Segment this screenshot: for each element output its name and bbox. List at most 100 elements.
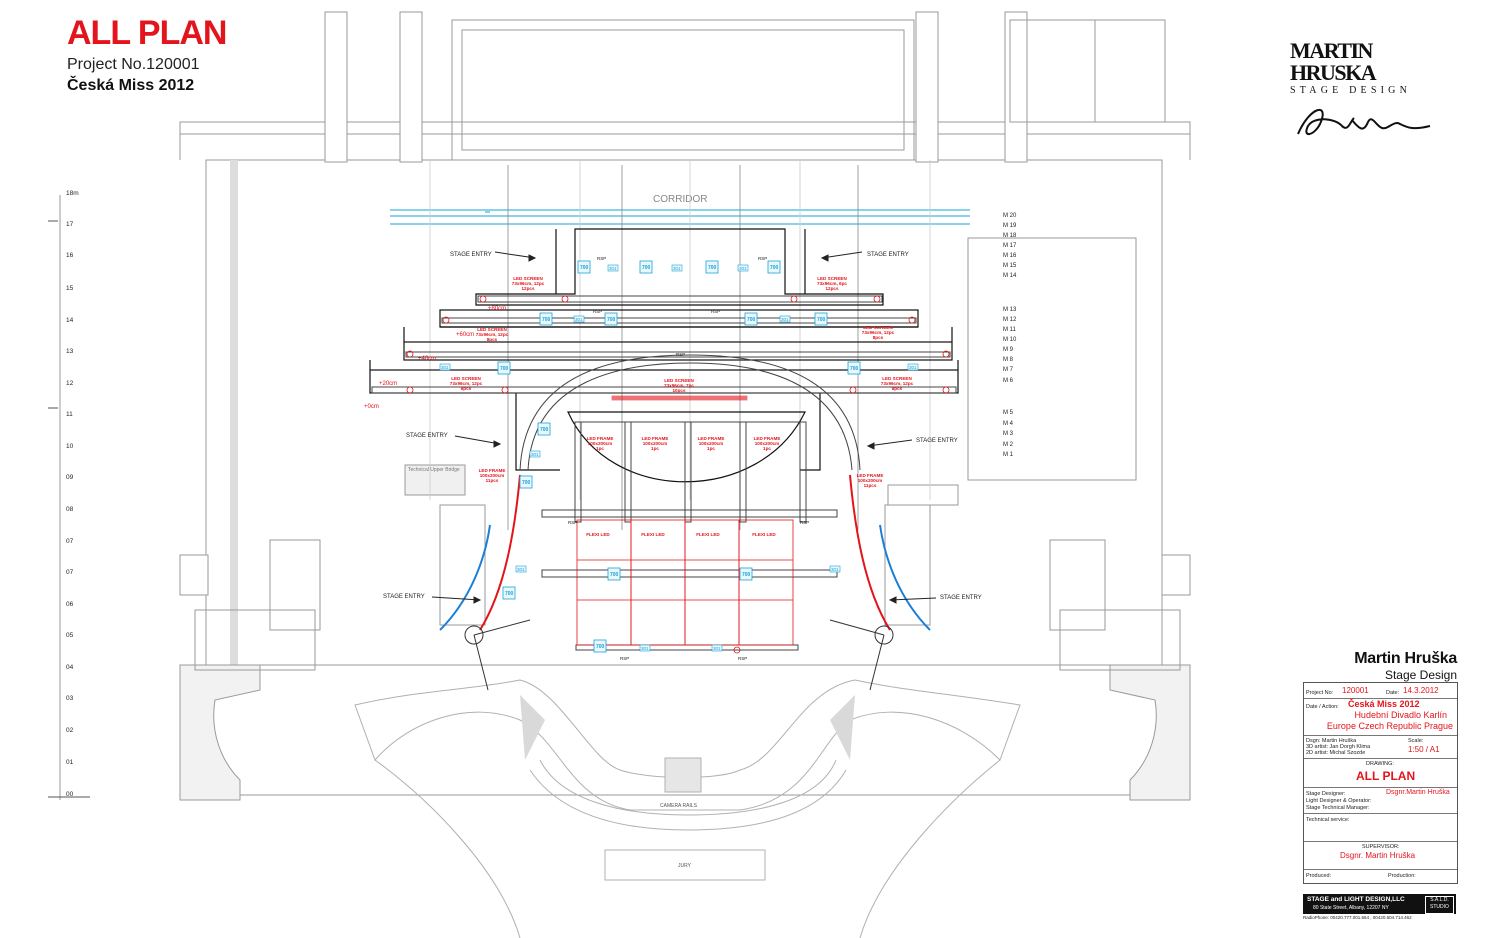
- scale-left-label: 09: [66, 474, 74, 481]
- svg-text:700: 700: [542, 317, 551, 323]
- tb-action-label: Date / Action:: [1306, 704, 1339, 710]
- rsp-label: RSP: [593, 309, 602, 314]
- scale-right-label: M 5: [1003, 410, 1014, 416]
- svg-text:LED SCREEN: LED SCREEN: [513, 276, 543, 281]
- svg-text:LED SCREEN: LED SCREEN: [882, 376, 912, 381]
- svg-text:700: 700: [817, 317, 826, 323]
- scale-left-label: 18m: [66, 190, 79, 197]
- rsp-label: RSP: [800, 520, 809, 525]
- scale-left-label: 04: [66, 664, 74, 671]
- svg-text:700: 700: [770, 265, 779, 271]
- fixture-spot-icon: 700: [607, 567, 621, 581]
- fixture-301-icon: 301: [529, 450, 541, 458]
- tb-stm-label: Stage Technical Manager:: [1306, 805, 1370, 811]
- tb-drawing: ALL PLAN: [1356, 769, 1416, 783]
- svg-text:LED FRAME: LED FRAME: [698, 436, 725, 441]
- svg-text:LED FRAME: LED FRAME: [642, 436, 669, 441]
- scale-right: M 20 M 19 M 18 M 17 M 16 M 15 M 14 M 13 …: [1003, 213, 1017, 458]
- scale-right-label: M 2: [1003, 442, 1014, 448]
- level-marks: +80cm +60cm +40cm +20cm +0cm: [364, 306, 506, 410]
- svg-text:700: 700: [540, 427, 549, 433]
- truss-structure: [371, 295, 957, 651]
- tb-frame: Project No: 120001 Date: 14.3.2012 Date …: [1303, 682, 1458, 884]
- svg-text:73x96cm, 12pc: 73x96cm, 12pc: [862, 330, 895, 335]
- tb-address: 80 State Street, Albany, 12207 NY: [1313, 905, 1389, 911]
- scale-right-label: M 1: [1003, 452, 1014, 458]
- svg-text:1pc: 1pc: [651, 446, 659, 451]
- fixture-spot-icon: 700: [744, 312, 758, 326]
- svg-text:301: 301: [517, 567, 525, 572]
- svg-text:700: 700: [708, 265, 717, 271]
- tb-date-label: Date:: [1386, 690, 1400, 696]
- scale-right-label: M 16: [1003, 253, 1017, 259]
- fixture-301-icon: 301: [907, 363, 919, 371]
- rsp-label: RSP: [676, 352, 685, 357]
- scale-left-label: 07: [66, 569, 74, 576]
- dimmer-points: [406, 295, 950, 654]
- fixture-spot-icon: 700: [537, 422, 551, 436]
- flexi-labels: FLEXI LED FLEXI LED FLEXI LED FLEXI LED: [586, 532, 776, 537]
- scale-right-label: M 3: [1003, 431, 1014, 437]
- svg-text:73x96cm, 12pc: 73x96cm, 12pc: [881, 381, 914, 386]
- fixture-301-icon: 301: [737, 264, 749, 272]
- svg-text:301: 301: [831, 567, 839, 572]
- fixture-301-icon: 301: [671, 264, 683, 272]
- tb-tech-service-label: Technical service:: [1306, 817, 1350, 823]
- fixture-spot-icon: 700: [519, 475, 533, 489]
- jury-label: JURY: [678, 863, 692, 869]
- tb-supervisor: Dsgnr. Martin Hruška: [1340, 851, 1416, 860]
- stage-entry-labels: STAGE ENTRY STAGE ENTRY STAGE ENTRY STAG…: [383, 252, 982, 601]
- flexi-label: FLEXI LED: [752, 532, 776, 537]
- svg-text:LED SCREEN: LED SCREEN: [863, 325, 893, 330]
- fixture-301-icon: 301: [779, 315, 791, 323]
- scale-right-label: M 12: [1003, 317, 1017, 323]
- scale-right-label: M 19: [1003, 223, 1017, 229]
- scale-right-label: M 11: [1003, 327, 1017, 333]
- fixture-301-icon: 301: [573, 315, 585, 323]
- scale-left-label: 00: [66, 791, 74, 798]
- svg-text:301: 301: [441, 365, 449, 370]
- tb-company-footer: STAGE and LIGHT DESIGN,LLC 80 State Stre…: [1303, 894, 1456, 914]
- scale-right-label: M 6: [1003, 378, 1014, 384]
- svg-text:100x200cm: 100x200cm: [480, 473, 505, 478]
- svg-text:301: 301: [713, 646, 721, 651]
- svg-text:11pcs: 11pcs: [864, 483, 877, 488]
- svg-text:700: 700: [607, 317, 616, 323]
- tb-radiophone: RadioPhone: 00420.777.001.654 , 00420.60…: [1303, 915, 1412, 920]
- level-mark: +40cm: [418, 356, 436, 362]
- svg-text:LED FRAME: LED FRAME: [587, 436, 614, 441]
- scale-right-label: M 7: [1003, 367, 1014, 373]
- svg-text:73x96cm, 12pc: 73x96cm, 12pc: [476, 332, 509, 337]
- svg-text:LED SCREEN: LED SCREEN: [817, 276, 847, 281]
- svg-text:LED FRAME: LED FRAME: [479, 468, 506, 473]
- side-towers: [464, 619, 894, 691]
- svg-text:301: 301: [609, 266, 617, 271]
- svg-text:700: 700: [596, 644, 605, 650]
- auditorium: [354, 679, 1021, 938]
- fixture-301-group: 301 301 301 301 301 301 301 301 301 301 …: [439, 264, 919, 652]
- flexi-label: FLEXI LED: [696, 532, 720, 537]
- fixture-spot-icon: 700: [705, 260, 719, 274]
- logo-name: MARTIN HRUSKA: [1290, 38, 1377, 85]
- svg-text:8pcs: 8pcs: [873, 335, 884, 340]
- scale-left-label: 17: [66, 221, 74, 228]
- svg-text:LED SCREEN: LED SCREEN: [477, 327, 507, 332]
- corridor-label: CORRIDOR: [653, 194, 707, 205]
- svg-text:301: 301: [739, 266, 747, 271]
- scale-left-label: 14: [66, 317, 74, 324]
- fixture-spot-icon: 700: [604, 312, 618, 326]
- scale-left-label: 10: [66, 443, 74, 450]
- fixture-spot-icon: 700: [639, 260, 653, 274]
- scale-left-label: 03: [66, 695, 74, 702]
- scale-right-label: M 9: [1003, 347, 1014, 353]
- tb-venue-1: Hudební Divadlo Karlín: [1354, 710, 1447, 720]
- signature-icon: [1297, 108, 1431, 135]
